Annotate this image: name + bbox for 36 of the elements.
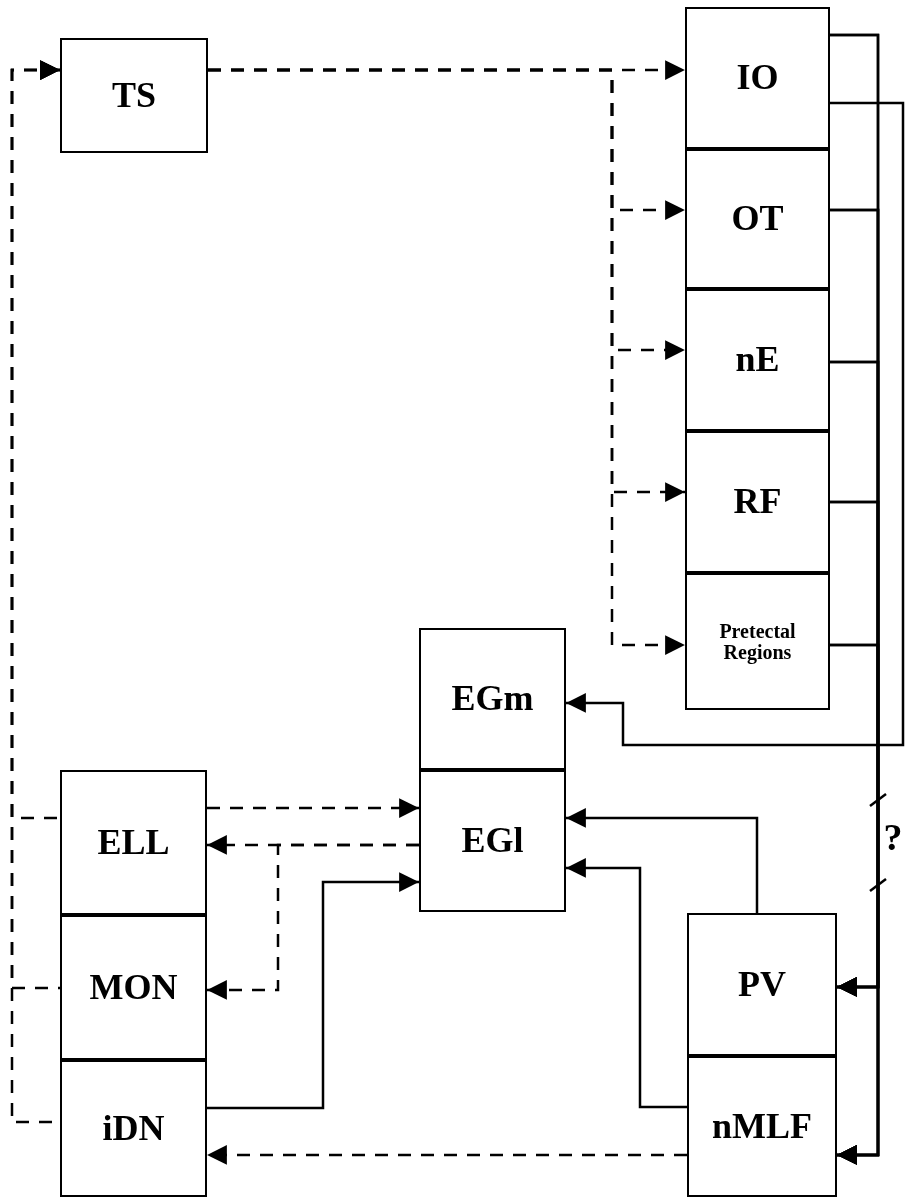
arrow	[830, 643, 880, 1165]
region-label: nE	[734, 340, 781, 380]
region-label: iDN	[101, 1108, 166, 1149]
region-box	[60, 38, 208, 153]
region-box	[685, 289, 830, 431]
region-box	[419, 628, 566, 770]
region-box	[60, 770, 207, 915]
region-label: MON	[88, 967, 179, 1008]
region-label: Pretectal Regions	[718, 620, 797, 663]
dashed-arrow	[207, 798, 419, 818]
region-box	[60, 1060, 207, 1197]
arrow	[566, 808, 759, 913]
region-box	[60, 915, 207, 1060]
arrow	[207, 872, 419, 1110]
region-box	[687, 913, 837, 1056]
region-box	[685, 431, 830, 573]
region-label: ELL	[96, 822, 171, 863]
region-box	[685, 7, 830, 149]
region-label: IO	[735, 58, 780, 98]
arrow	[566, 858, 687, 1109]
region-label: EGl	[460, 821, 525, 861]
region-box	[685, 573, 830, 710]
region-label: OT	[730, 199, 785, 239]
region-label: nMLF	[711, 1106, 813, 1147]
dashed-arrow	[207, 843, 419, 1000]
region-label: TS	[110, 75, 157, 116]
region-label: PV	[737, 964, 787, 1005]
region-box	[419, 770, 566, 912]
region-box	[685, 149, 830, 289]
region-label: EGm	[450, 679, 535, 719]
arrow	[566, 101, 905, 747]
dashed-arrow	[208, 68, 685, 655]
region-label: RF	[732, 482, 783, 522]
region-box	[687, 1056, 837, 1197]
dashed-arrow	[207, 1145, 687, 1165]
question-mark: ?	[882, 818, 904, 856]
